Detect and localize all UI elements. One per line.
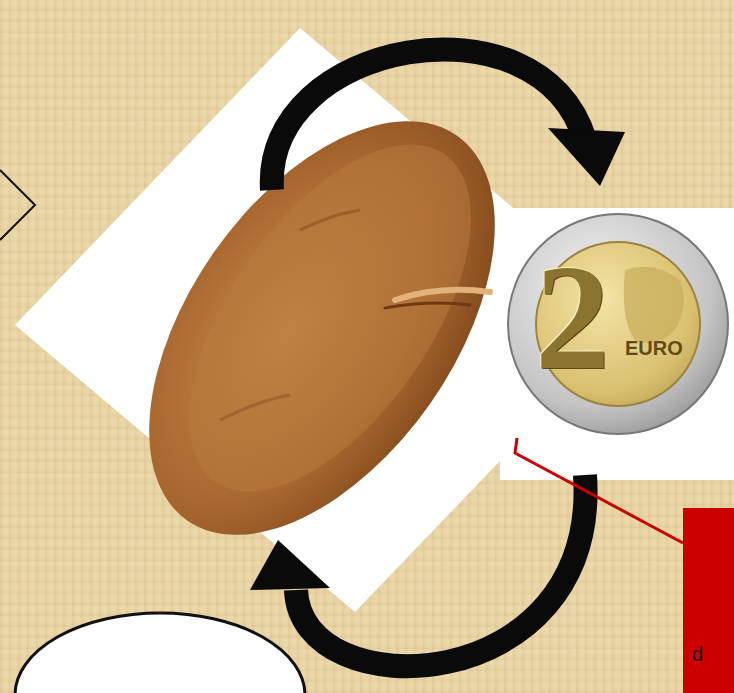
coin-node: 2EURO [505,210,731,438]
bread-loaf [79,60,565,596]
coin-currency: EURO [625,338,683,358]
coin-background [500,208,734,480]
callout-text: d [692,644,703,664]
coin-value: 2 [535,242,610,392]
white-diamond [15,28,640,612]
bottom-arrow [250,475,586,666]
speech-bubble [15,613,305,693]
diamond-outline [0,170,35,240]
red-callout-box: d [683,508,734,693]
leader-line [515,438,683,543]
top-arrow [272,49,625,190]
